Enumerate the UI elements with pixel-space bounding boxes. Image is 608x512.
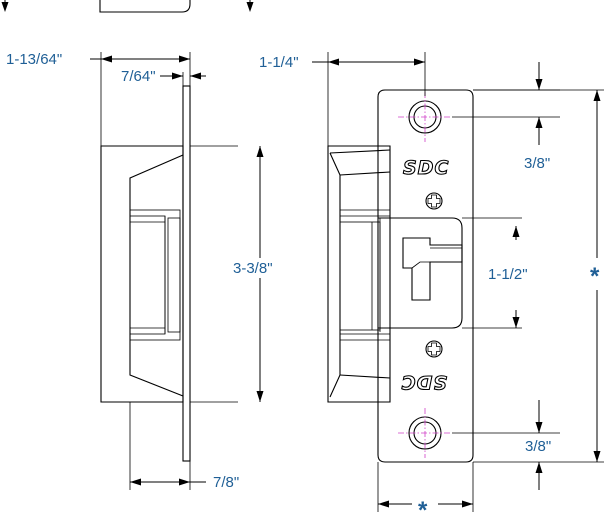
dim-keeper-opening: 1-1/2" <box>462 217 528 329</box>
top-partial-view <box>1 0 254 13</box>
dim-label-faceplate-thickness: 7/64" <box>121 68 156 85</box>
dim-overall-length: * <box>473 89 604 462</box>
dim-label-lip-depth: 7/8" <box>213 474 239 491</box>
dim-faceplate-thickness: 7/64" <box>121 68 206 85</box>
brand-mark-top: SDC <box>403 157 449 179</box>
dim-body-width: 1-1/4" <box>259 52 426 146</box>
side-view <box>100 52 191 490</box>
dim-screw-offset-top: 3/8" <box>452 62 560 172</box>
dim-label-faceplate-width: * <box>418 497 428 512</box>
dim-label-body-width: 1-1/4" <box>259 54 299 71</box>
dim-label-body-height: 3-3/8" <box>233 260 273 277</box>
dim-label-faceplate-depth: 1-13/64" <box>6 51 62 68</box>
front-view: SDC SDC <box>327 89 474 463</box>
dim-faceplate-depth: 1-13/64" <box>6 51 190 68</box>
dim-lip-depth: 7/8" <box>130 474 239 491</box>
dim-label-screw-offset-top: 3/8" <box>524 155 550 172</box>
dim-label-screw-offset-bottom: 3/8" <box>525 438 551 455</box>
dim-label-overall-length: * <box>590 263 600 290</box>
dim-screw-offset-bottom: 3/8" <box>452 400 604 490</box>
dim-label-keeper-opening: 1-1/2" <box>488 266 528 283</box>
brand-mark-bottom: SDC <box>401 371 447 393</box>
dim-body-height: 3-3/8" <box>190 145 294 403</box>
dim-faceplate-width: * <box>377 462 474 512</box>
